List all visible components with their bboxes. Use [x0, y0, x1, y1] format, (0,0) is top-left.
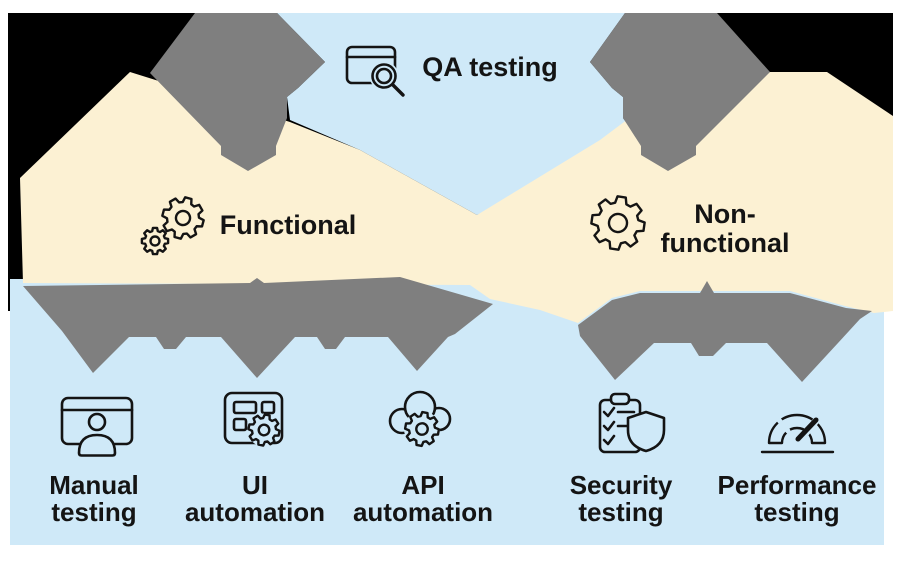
qa-testing-label: QA testing [422, 52, 558, 82]
browser-user-icon [60, 396, 134, 457]
manual-testing-label: Manual testing [49, 470, 139, 527]
non-functional-label-line2: functional [660, 228, 790, 258]
functional-to-leaves-arrow [23, 277, 493, 378]
gears-icon [140, 190, 211, 256]
non-functional-label: Non- functional [661, 200, 790, 258]
qa-region [277, 13, 645, 215]
qa-to-nonfunctional-arrow [590, 13, 770, 171]
api-automation-label: API automation [352, 470, 494, 527]
performance-testing-label: Performance testing [717, 470, 877, 527]
non-functional-label-line1: Non- [694, 199, 756, 229]
cloud-gear-icon [388, 390, 452, 450]
clipboard-shield-icon [598, 392, 666, 454]
functional-label: Functional [219, 210, 357, 240]
nonfunctional-to-leaves-arrow [578, 281, 872, 382]
gauge-icon [760, 411, 835, 454]
gear-icon [588, 193, 647, 252]
qa-to-functional-arrow [150, 13, 325, 171]
ui-automation-label: UI automation [184, 470, 326, 527]
security-testing-label: Security testing [569, 470, 673, 527]
browser-search-icon [345, 45, 405, 97]
window-gear-icon [223, 391, 284, 450]
